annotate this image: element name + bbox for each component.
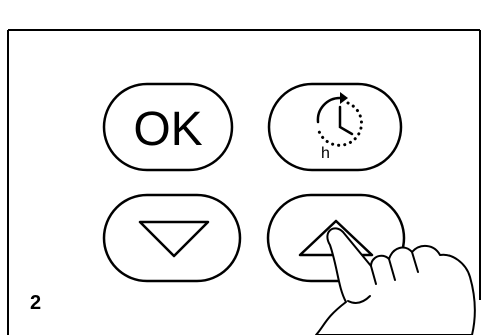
timer-hour-label: h — [321, 145, 330, 162]
step-number: 2 — [30, 292, 41, 315]
down-button[interactable] — [104, 195, 240, 281]
ok-button[interactable]: OK — [104, 84, 232, 170]
timer-button[interactable]: h — [269, 84, 401, 170]
ok-button-label: OK — [133, 103, 202, 156]
